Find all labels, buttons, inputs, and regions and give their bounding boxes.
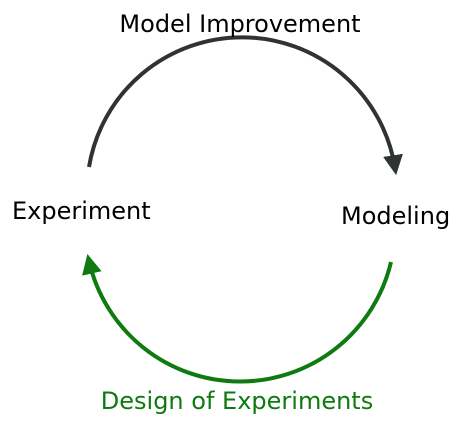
label-model-improvement: Model Improvement — [119, 10, 361, 38]
label-modeling: Modeling — [341, 202, 451, 230]
label-experiment: Experiment — [12, 197, 151, 225]
label-design-of-experiments: Design of Experiments — [100, 387, 374, 415]
model-improvement-arrow — [87, 35, 403, 176]
design-of-experiments-arrow — [82, 253, 393, 384]
